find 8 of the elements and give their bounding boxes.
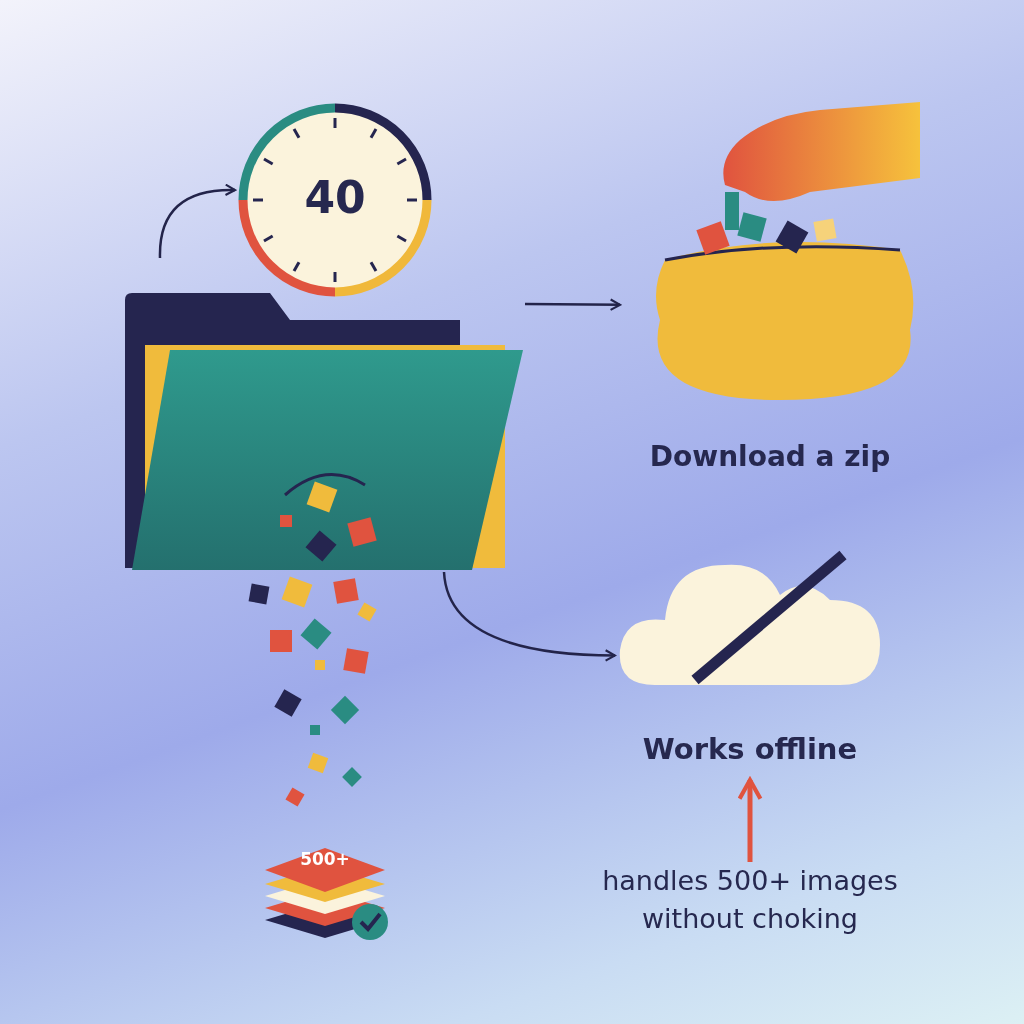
arrow — [525, 298, 622, 311]
arrow — [442, 571, 617, 662]
count-label: 500+ — [299, 849, 351, 869]
arrow — [737, 777, 763, 862]
arrow — [158, 183, 237, 259]
node-label: Download a zip — [648, 440, 892, 473]
node-label: Works offline — [641, 732, 859, 766]
node-label: handles 500+ images without choking — [601, 864, 899, 936]
